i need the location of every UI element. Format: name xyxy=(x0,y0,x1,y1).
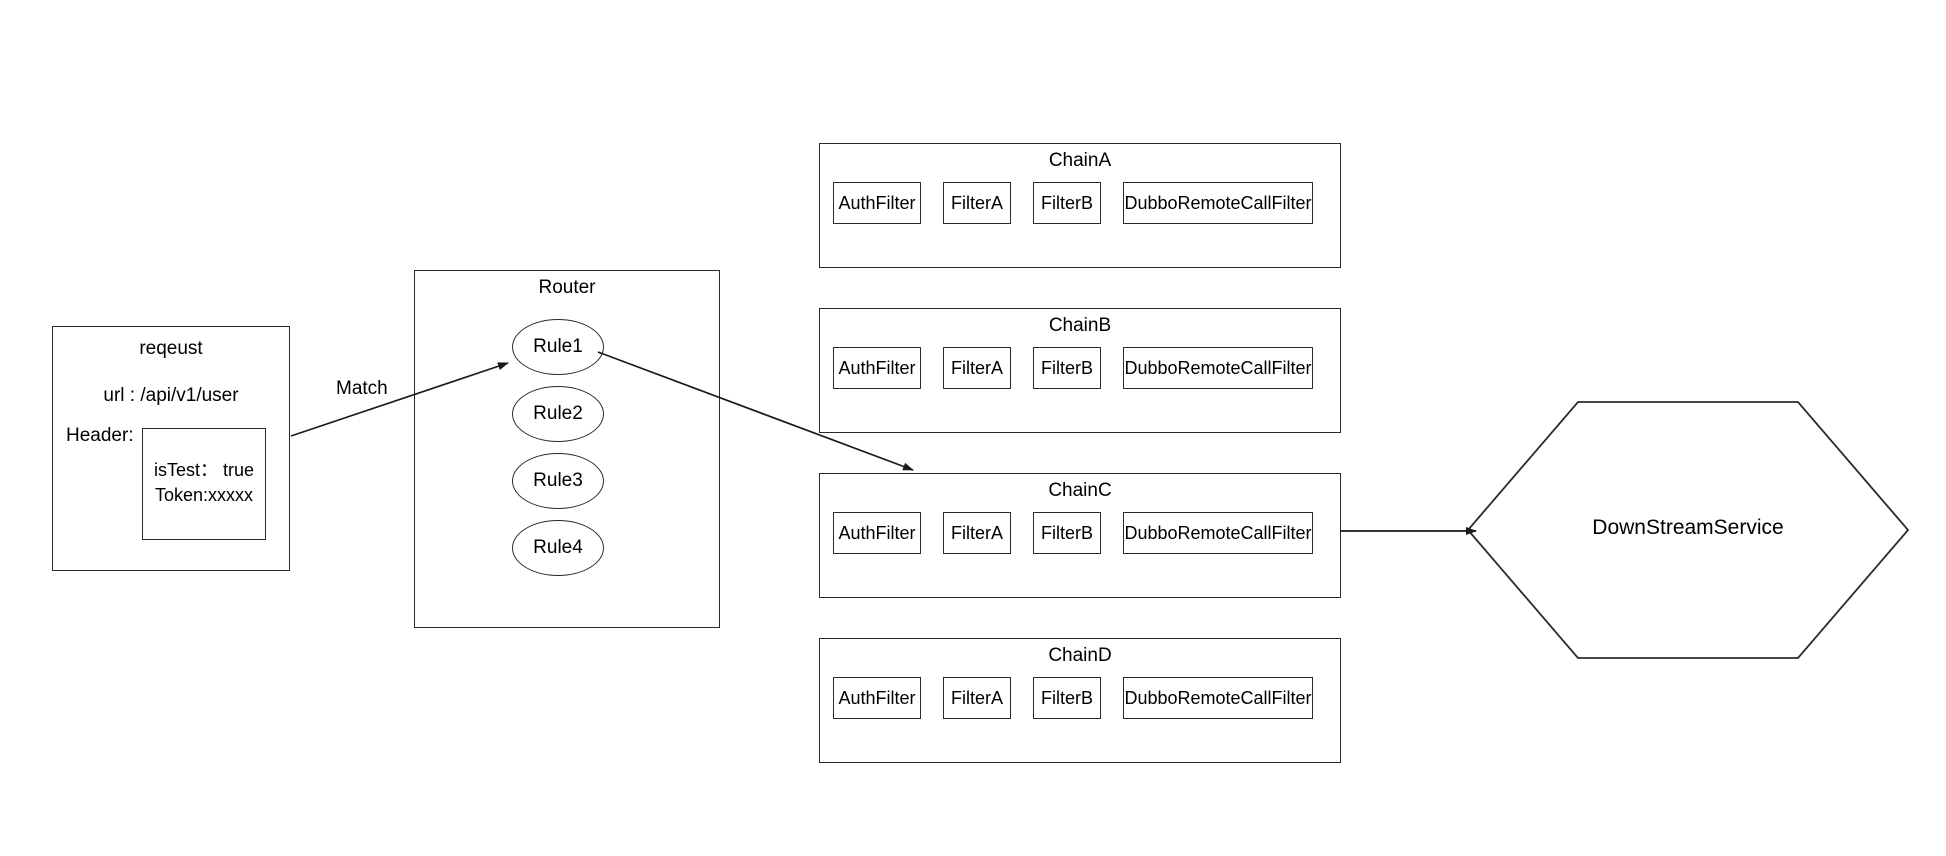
filter-authfilter[interactable]: AuthFilter xyxy=(833,512,921,554)
filter-authfilter[interactable]: AuthFilter xyxy=(833,347,921,389)
filter-dubboremotecallfilter[interactable]: DubboRemoteCallFilter xyxy=(1123,347,1313,389)
filter-filtera[interactable]: FilterA xyxy=(943,512,1011,554)
filter-dubboremotecallfilter[interactable]: DubboRemoteCallFilter xyxy=(1123,512,1313,554)
filter-row-b: AuthFilter FilterA FilterB DubboRemoteCa… xyxy=(833,347,1313,389)
edge-label-match: Match xyxy=(336,378,388,399)
filter-dubboremotecallfilter[interactable]: DubboRemoteCallFilter xyxy=(1123,182,1313,224)
filter-row-d: AuthFilter FilterA FilterB DubboRemoteCa… xyxy=(833,677,1313,719)
request-url-text: url : /api/v1/user xyxy=(103,385,239,406)
downstream-service-label: DownStreamService xyxy=(1592,516,1784,539)
chain-title-c: ChainC xyxy=(1048,480,1112,501)
filter-filterb[interactable]: FilterB xyxy=(1033,347,1101,389)
filter-authfilter[interactable]: AuthFilter xyxy=(833,182,921,224)
filter-filterb[interactable]: FilterB xyxy=(1033,182,1101,224)
header-entry-istest: isTest： true xyxy=(153,460,255,480)
filter-filtera[interactable]: FilterA xyxy=(943,347,1011,389)
rule-node-1[interactable]: Rule1 xyxy=(512,319,604,375)
rule-node-4[interactable]: Rule4 xyxy=(512,520,604,576)
filter-filtera[interactable]: FilterA xyxy=(943,182,1011,224)
request-header-label: Header: xyxy=(66,425,134,446)
rule-node-3[interactable]: Rule3 xyxy=(512,453,604,509)
filter-filtera[interactable]: FilterA xyxy=(943,677,1011,719)
chain-title-b: ChainB xyxy=(1048,315,1112,336)
filter-filterb[interactable]: FilterB xyxy=(1033,512,1101,554)
filter-dubboremotecallfilter[interactable]: DubboRemoteCallFilter xyxy=(1123,677,1313,719)
filter-authfilter[interactable]: AuthFilter xyxy=(833,677,921,719)
filter-filterb[interactable]: FilterB xyxy=(1033,677,1101,719)
request-header-entries: isTest： true Token:xxxxx xyxy=(142,458,266,508)
router-title: Router xyxy=(538,277,596,298)
chain-title-d: ChainD xyxy=(1048,645,1112,666)
filter-row-c: AuthFilter FilterA FilterB DubboRemoteCa… xyxy=(833,512,1313,554)
filter-row-a: AuthFilter FilterA FilterB DubboRemoteCa… xyxy=(833,182,1313,224)
header-entry-token: Token:xxxxx xyxy=(154,485,254,505)
request-title: reqeust xyxy=(139,338,203,359)
request-header-box[interactable] xyxy=(142,428,266,540)
rule-node-2[interactable]: Rule2 xyxy=(512,386,604,442)
chain-title-a: ChainA xyxy=(1048,150,1112,171)
